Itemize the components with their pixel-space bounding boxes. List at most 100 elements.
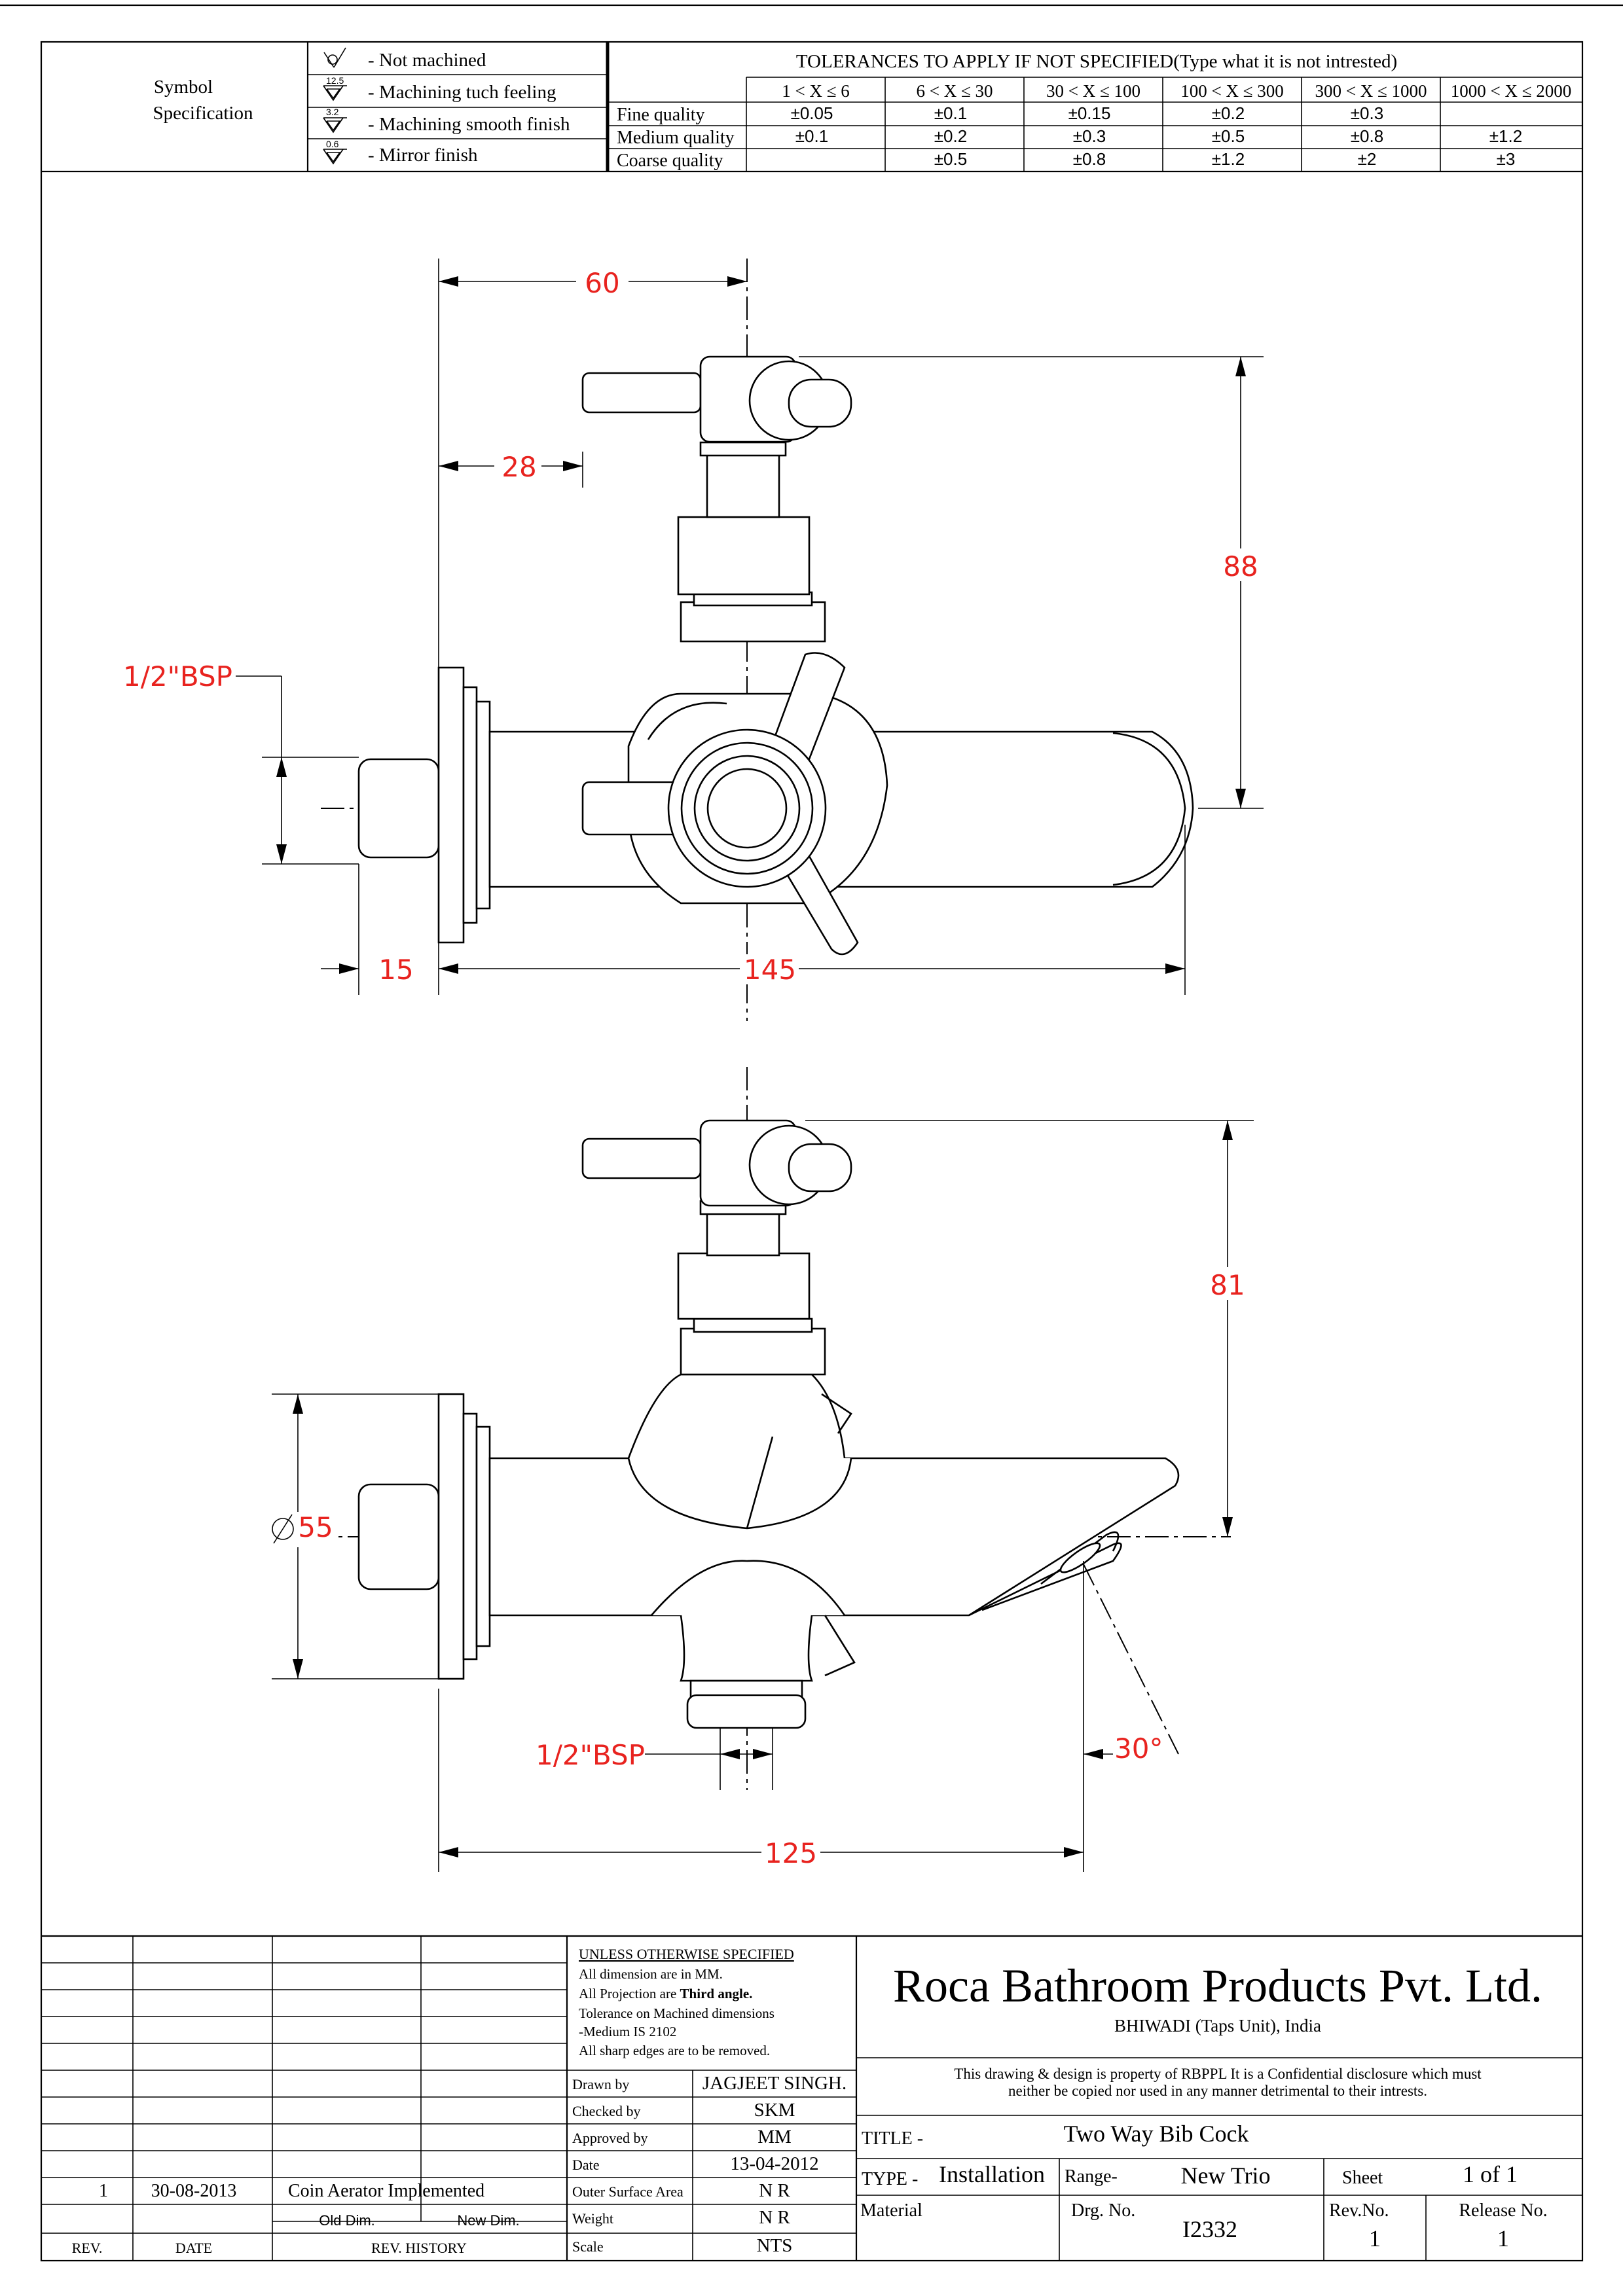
finish-12-5-symbol-icon: 12.5 (323, 75, 347, 101)
drawing-frame (40, 41, 1584, 2262)
medium-quality-label: Medium quality (617, 128, 735, 148)
tolerance-cell: ±0.2 (1212, 103, 1245, 123)
date-column-header: DATE (175, 2240, 212, 2256)
top-view-drawing (236, 259, 1265, 1021)
title-label: TITLE - (862, 2128, 923, 2149)
revision-history-entry: Coin Aerator Implemented (288, 2181, 484, 2201)
revision-number: 1 (99, 2181, 108, 2201)
dim-inlet-bsp-label: 1/2"BSP (123, 660, 232, 692)
header-block: Symbol Specification 12.5 3.2 0.6 - Not … (41, 42, 1582, 173)
tolerance-range: 6 < X ≤ 30 (916, 81, 993, 101)
note-projection-bold: Third angle. (680, 1986, 753, 2001)
finish-mark-3-2: 3.2 (326, 107, 339, 117)
tolerance-cell: ±0.8 (1351, 126, 1383, 146)
weight-label: Weight (572, 2210, 613, 2227)
symbol-label-smooth-finish: - Machining smooth finish (368, 114, 570, 135)
tolerances-heading: TOLERANCES TO APPLY IF NOT SPECIFIED(Typ… (796, 51, 1397, 72)
range-label: Range- (1065, 2166, 1118, 2187)
tolerance-cell: ±0.1 (934, 103, 967, 123)
diameter-symbol-icon (272, 1514, 294, 1544)
approved-by-label: Approved by (572, 2130, 647, 2146)
bottom-view-drawing (270, 1067, 1254, 1872)
finish-3-2-symbol-icon: 3.2 (323, 107, 347, 134)
finish-mark-0-6: 0.6 (326, 139, 339, 149)
not-machined-symbol-icon (323, 47, 346, 68)
title-block (41, 1935, 1582, 2261)
new-dim-label: New Dim. (457, 2212, 519, 2229)
outer-surface-area-value: N R (759, 2180, 790, 2201)
outer-surface-area-label: Outer Surface Area (572, 2183, 684, 2200)
approved-by-value: MM (757, 2126, 792, 2147)
drawing-number-label: Drg. No. (1071, 2200, 1135, 2221)
dim-88-label: 88 (1223, 550, 1258, 583)
drawn-by-value: JAGJEET SINGH. (702, 2073, 847, 2094)
tolerance-range: 100 < X ≤ 300 (1180, 81, 1284, 101)
tolerance-cell: ±0.2 (934, 126, 967, 146)
dim-outlet-bsp-label: 1/2"BSP (536, 1739, 645, 1771)
scale-value: NTS (757, 2235, 793, 2256)
type-label: TYPE - (862, 2169, 918, 2189)
tolerance-range: 300 < X ≤ 1000 (1315, 81, 1427, 101)
sheet-label: Sheet (1342, 2168, 1383, 2188)
tolerance-cell: ±0.8 (1073, 149, 1106, 169)
tolerance-cell: ±0.05 (791, 103, 833, 123)
tolerance-range: 1000 < X ≤ 2000 (1451, 81, 1572, 101)
note-line: All Projection are (579, 1986, 676, 2001)
symbol-label-not-machined: - Not machined (368, 50, 486, 71)
note-line: All sharp edges are to be removed. (579, 2043, 770, 2058)
note-line: Tolerance on Machined dimensions (579, 2005, 775, 2021)
tolerance-cell: ±0.1 (795, 126, 828, 146)
date-value: 13-04-2012 (730, 2153, 818, 2174)
company-location: BHIWADI (Taps Unit), India (1114, 2016, 1321, 2036)
disclaimer-line-2: neither be copied nor used in any manner… (1008, 2083, 1427, 2099)
note-projection-line: All Projection are Third angle. (579, 1986, 752, 2001)
range-value: New Trio (1180, 2162, 1270, 2189)
tolerance-range: 30 < X ≤ 100 (1046, 81, 1140, 101)
tolerance-cell: ±0.3 (1351, 103, 1383, 123)
company-name: Roca Bathroom Products Pvt. Ltd. (893, 1960, 1542, 2012)
dim-55-label: 55 (298, 1511, 333, 1543)
checked-by-value: SKM (754, 2100, 795, 2121)
finish-0-6-symbol-icon: 0.6 (323, 139, 347, 165)
symbol-label-mirror-finish: - Mirror finish (368, 145, 478, 166)
disclaimer-line-1: This drawing & design is property of RBP… (954, 2066, 1482, 2082)
note-line: All dimension are in MM. (579, 1966, 723, 1982)
tolerance-cell: ±1.2 (1489, 126, 1522, 146)
rev-no-value: 1 (1369, 2225, 1381, 2251)
scale-label: Scale (572, 2238, 604, 2255)
dim-30-degree-label: 30° (1114, 1732, 1163, 1765)
type-value: Installation (939, 2161, 1045, 2187)
revision-date: 30-08-2013 (151, 2181, 237, 2201)
release-no-value: 1 (1497, 2225, 1509, 2251)
tolerance-cell: ±1.2 (1212, 149, 1245, 169)
dim-145-label: 145 (744, 954, 796, 986)
rev-no-label: Rev.No. (1329, 2200, 1389, 2221)
dim-28-label: 28 (501, 451, 536, 483)
sheet-value: 1 of 1 (1463, 2161, 1518, 2187)
fine-quality-label: Fine quality (617, 105, 705, 125)
old-dim-label: Old Dim. (319, 2212, 375, 2229)
notes-heading: UNLESS OTHERWISE SPECIFIED (579, 1946, 794, 1962)
weight-value: N R (759, 2207, 790, 2228)
note-line: -Medium IS 2102 (579, 2024, 676, 2039)
dim-81-label: 81 (1210, 1269, 1245, 1301)
release-no-label: Release No. (1459, 2200, 1547, 2221)
symbol-heading-line1: Symbol (154, 77, 213, 98)
rev-history-column-header: REV. HISTORY (371, 2240, 467, 2256)
drawn-by-label: Drawn by (572, 2076, 629, 2092)
dim-60-label: 60 (585, 267, 619, 299)
material-label: Material (860, 2200, 922, 2221)
finish-mark-12-5: 12.5 (326, 75, 344, 86)
tolerance-cell: ±3 (1497, 149, 1516, 169)
drawing-title: Two Way Bib Cock (1064, 2121, 1249, 2147)
tolerance-cell: ±0.3 (1073, 126, 1106, 146)
tolerance-cell: ±0.15 (1068, 103, 1111, 123)
checked-by-label: Checked by (572, 2103, 640, 2119)
drawing-number-value: I2332 (1182, 2216, 1237, 2242)
symbol-heading-line2: Specification (153, 103, 253, 124)
tolerance-cell: ±2 (1358, 149, 1377, 169)
date-label: Date (572, 2157, 600, 2173)
coarse-quality-label: Coarse quality (617, 151, 723, 171)
rev-column-header: REV. (72, 2240, 103, 2256)
